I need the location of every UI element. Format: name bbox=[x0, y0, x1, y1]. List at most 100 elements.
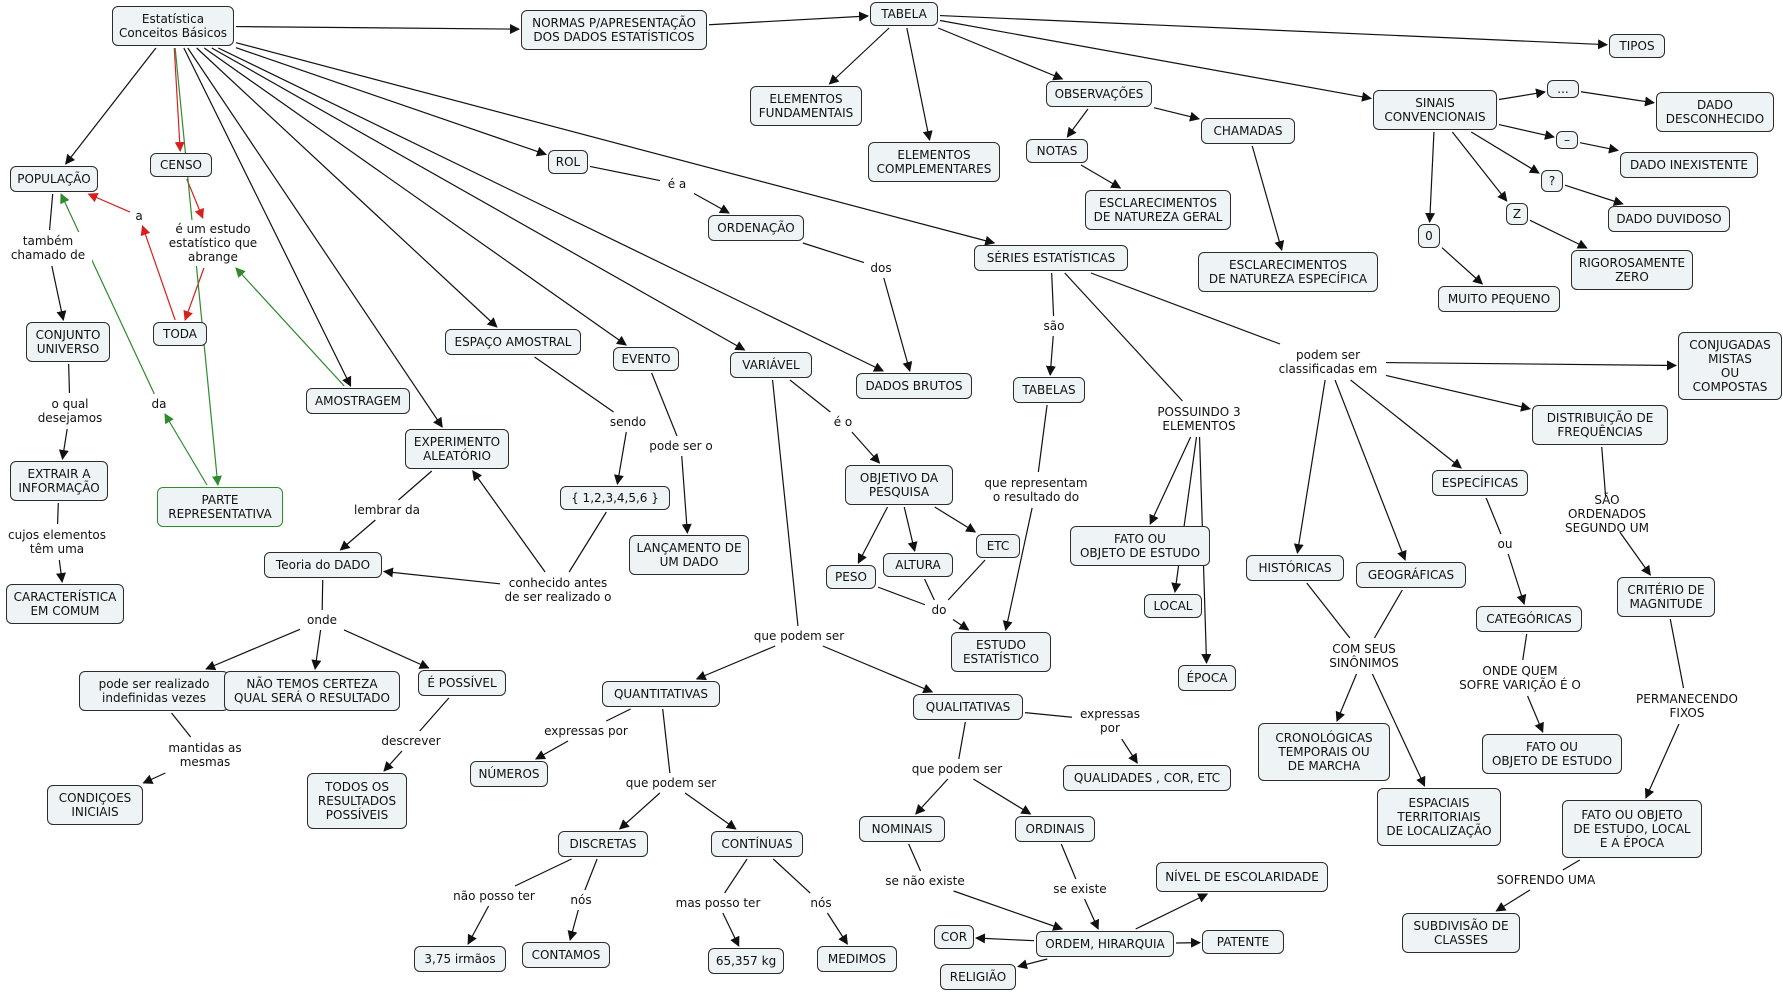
node-elemfund[interactable]: ELEMENTOS FUNDAMENTAIS bbox=[750, 86, 862, 126]
link-label-ea: é a bbox=[662, 176, 692, 192]
node-sinais[interactable]: SINAIS CONVENCIONAIS bbox=[1373, 90, 1497, 130]
node-continuas[interactable]: CONTÍNUAS bbox=[711, 831, 803, 857]
edge-estat-to-censo bbox=[173, 47, 185, 152]
node-s-dots[interactable]: ... bbox=[1547, 80, 1579, 98]
node-especificas[interactable]: ESPECÍFICAS bbox=[1432, 470, 1528, 496]
node-todos-os[interactable]: TODOS OS RESULTADOS POSSÍVEIS bbox=[307, 773, 407, 829]
node-kg[interactable]: 65,357 kg bbox=[708, 948, 784, 974]
link-label-mantidas: mantidas as mesmas bbox=[164, 739, 246, 771]
node-distrib[interactable]: DISTRIBUIÇÃO DE FREQUÊNCIAS bbox=[1532, 405, 1668, 445]
node-chamadas[interactable]: CHAMADAS bbox=[1201, 118, 1295, 144]
edge-geograficas-to-l_comseus bbox=[1373, 589, 1403, 639]
node-muito-peq[interactable]: MUITO PEQUENO bbox=[1438, 286, 1560, 312]
node-parte-rep[interactable]: PARTE REPRESENTATIVA bbox=[157, 487, 283, 527]
edge-pode_real-to-l_mantidas bbox=[171, 712, 192, 738]
node-amostragem[interactable]: AMOSTRAGEM bbox=[306, 388, 410, 414]
node-cond-ini[interactable]: CONDIÇOES INICIAIS bbox=[47, 785, 143, 825]
node-nao-temos[interactable]: NÃO TEMOS CERTEZA QUAL SERÁ O RESULTADO bbox=[224, 671, 400, 711]
node-categoricas[interactable]: CATEGÓRICAS bbox=[1476, 606, 1582, 632]
node-espaciais[interactable]: ESPACIAIS TERRITORIAIS DE LOCALIZAÇÃO bbox=[1377, 788, 1501, 846]
node-religiao[interactable]: RELIGIÃO bbox=[940, 964, 1016, 990]
node-tres75[interactable]: 3,75 irmãos bbox=[414, 946, 506, 972]
node-e-possivel[interactable]: É POSSÍVEL bbox=[418, 670, 506, 696]
node-local[interactable]: LOCAL bbox=[1144, 594, 1202, 618]
edge-l_podemclass-to-conjugadas bbox=[1385, 360, 1677, 371]
node-tabela[interactable]: TABELA bbox=[870, 2, 938, 26]
node-subdiv[interactable]: SUBDIVISÃO DE CLASSES bbox=[1402, 913, 1520, 953]
node-escl-geral[interactable]: ESCLARECIMENTOS DE NATUREZA GERAL bbox=[1085, 190, 1231, 230]
node-etc[interactable]: ETC bbox=[976, 534, 1020, 558]
node-dado-duv[interactable]: DADO DUVIDOSO bbox=[1608, 206, 1730, 232]
node-rol[interactable]: ROL bbox=[548, 150, 588, 174]
node-toda[interactable]: TODA bbox=[153, 322, 207, 346]
node-qualit[interactable]: QUALITATIVAS bbox=[913, 694, 1023, 720]
node-elemcomp[interactable]: ELEMENTOS COMPLEMENTARES bbox=[868, 142, 1000, 182]
node-geograficas[interactable]: GEOGRÁFICAS bbox=[1356, 562, 1466, 588]
node-censo[interactable]: CENSO bbox=[150, 153, 212, 177]
node-historicas[interactable]: HISTÓRICAS bbox=[1246, 555, 1344, 581]
node-s-0[interactable]: 0 bbox=[1418, 224, 1440, 248]
node-exp-aleat[interactable]: EXPERIMENTO ALEATÓRIO bbox=[405, 429, 509, 469]
node-estat[interactable]: Estatística Conceitos Básicos bbox=[112, 6, 234, 46]
node-observ[interactable]: OBSERVAÇÕES bbox=[1046, 81, 1152, 107]
node-rig-zero[interactable]: RIGOROSAMENTE ZERO bbox=[1571, 250, 1693, 290]
link-label-podemclass: podem ser classificadas em bbox=[1272, 346, 1384, 378]
node-tipos[interactable]: TIPOS bbox=[1609, 34, 1665, 58]
node-altura[interactable]: ALTURA bbox=[883, 553, 953, 577]
node-ordinais[interactable]: ORDINAIS bbox=[1015, 816, 1095, 842]
node-escl-esp[interactable]: ESCLARECIMENTOS DE NATUREZA ESPECÍFICA bbox=[1198, 252, 1378, 292]
node-populacao[interactable]: POPULAÇÃO bbox=[10, 166, 98, 192]
node-pode-real[interactable]: pode ser realizado indefinidas vezes bbox=[79, 671, 229, 711]
node-estudo-est[interactable]: ESTUDO ESTATÍSTICO bbox=[951, 632, 1051, 672]
node-s-z[interactable]: Z bbox=[1506, 203, 1528, 225]
node-nominais[interactable]: NOMINAIS bbox=[859, 816, 945, 842]
node-ordenacao[interactable]: ORDENAÇÃO bbox=[708, 215, 804, 241]
node-series[interactable]: SÉRIES ESTATÍSTICAS bbox=[974, 245, 1128, 271]
node-normas[interactable]: NORMAS P/APRESENTAÇÃO DOS DADOS ESTATÍST… bbox=[521, 10, 707, 50]
edge-l_podeser-to-lancamento bbox=[681, 455, 692, 534]
node-medimos[interactable]: MEDIMOS bbox=[817, 946, 897, 972]
edge-l_possuindo-to-fato_obj1 bbox=[1149, 436, 1192, 525]
link-label-quepodem2: que podem ser bbox=[620, 775, 722, 791]
node-dado-inex[interactable]: DADO INEXISTENTE bbox=[1620, 152, 1758, 178]
edge-evento-to-l_podeser bbox=[651, 372, 678, 437]
node-conjunto[interactable]: { 1,2,3,4,5,6 } bbox=[560, 486, 670, 510]
node-dados-brutos[interactable]: DADOS BRUTOS bbox=[856, 373, 972, 399]
node-notas[interactable]: NOTAS bbox=[1026, 139, 1088, 163]
node-nivel[interactable]: NÍVEL DE ESCOLARIDADE bbox=[1156, 862, 1328, 892]
edge-toda-to-l_a bbox=[140, 225, 176, 321]
node-s-dash[interactable]: – bbox=[1556, 131, 1578, 149]
node-esp-amostral[interactable]: ESPAÇO AMOSTRAL bbox=[445, 329, 581, 355]
link-label-expr2: expressas por bbox=[1074, 705, 1146, 737]
node-fato-obj2[interactable]: FATO OU OBJETO DE ESTUDO bbox=[1482, 734, 1622, 774]
node-discretas[interactable]: DISCRETAS bbox=[558, 831, 648, 857]
node-teoria[interactable]: Teoria do DADO bbox=[264, 552, 382, 578]
node-epoca[interactable]: ÉPOCA bbox=[1178, 665, 1236, 691]
node-crono[interactable]: CRONOLÓGICAS TEMPORAIS OU DE MARCHA bbox=[1258, 723, 1390, 781]
node-s-q[interactable]: ? bbox=[1541, 170, 1563, 192]
node-lancamento[interactable]: LANÇAMENTO DE UM DADO bbox=[629, 535, 749, 575]
node-extrair[interactable]: EXTRAIR A INFORMAÇÃO bbox=[10, 461, 108, 501]
node-variavel[interactable]: VARIÁVEL bbox=[730, 352, 812, 378]
node-patente[interactable]: PATENTE bbox=[1202, 930, 1284, 954]
edge-l_onde-to-e_possivel bbox=[343, 629, 430, 669]
node-caract[interactable]: CARACTERÍSTICA EM COMUM bbox=[6, 584, 124, 624]
node-dado-desc[interactable]: DADO DESCONHECIDO bbox=[1656, 92, 1774, 132]
node-qualidades[interactable]: QUALIDADES , COR, ETC bbox=[1063, 765, 1231, 791]
node-evento[interactable]: EVENTO bbox=[613, 347, 679, 371]
node-ordem[interactable]: ORDEM, HIRARQUIA bbox=[1036, 931, 1174, 957]
node-cor[interactable]: COR bbox=[934, 925, 974, 949]
node-tabelas[interactable]: TABELAS bbox=[1013, 377, 1085, 403]
node-contamos[interactable]: CONTAMOS bbox=[522, 942, 610, 968]
node-fato-obj1[interactable]: FATO OU OBJETO DE ESTUDO bbox=[1070, 526, 1210, 566]
node-quantit[interactable]: QUANTITATIVAS bbox=[602, 681, 720, 707]
node-criterio[interactable]: CRITÉRIO DE MAGNITUDE bbox=[1617, 577, 1715, 617]
node-peso[interactable]: PESO bbox=[826, 565, 876, 589]
node-numeros[interactable]: NÚMEROS bbox=[470, 761, 548, 787]
node-fato-obj3[interactable]: FATO OU OBJETO DE ESTUDO, LOCAL E A ÉPOC… bbox=[1562, 800, 1702, 858]
node-conj-univ[interactable]: CONJUNTO UNIVERSO bbox=[26, 322, 110, 362]
edge-populacao-to-l_tambem bbox=[48, 193, 54, 231]
edge-l_podemclass-to-historicas bbox=[1293, 379, 1326, 554]
node-conjugadas[interactable]: CONJUGADAS MISTAS OU COMPOSTAS bbox=[1678, 332, 1782, 400]
node-obj-pesq[interactable]: OBJETIVO DA PESQUISA bbox=[845, 465, 953, 505]
